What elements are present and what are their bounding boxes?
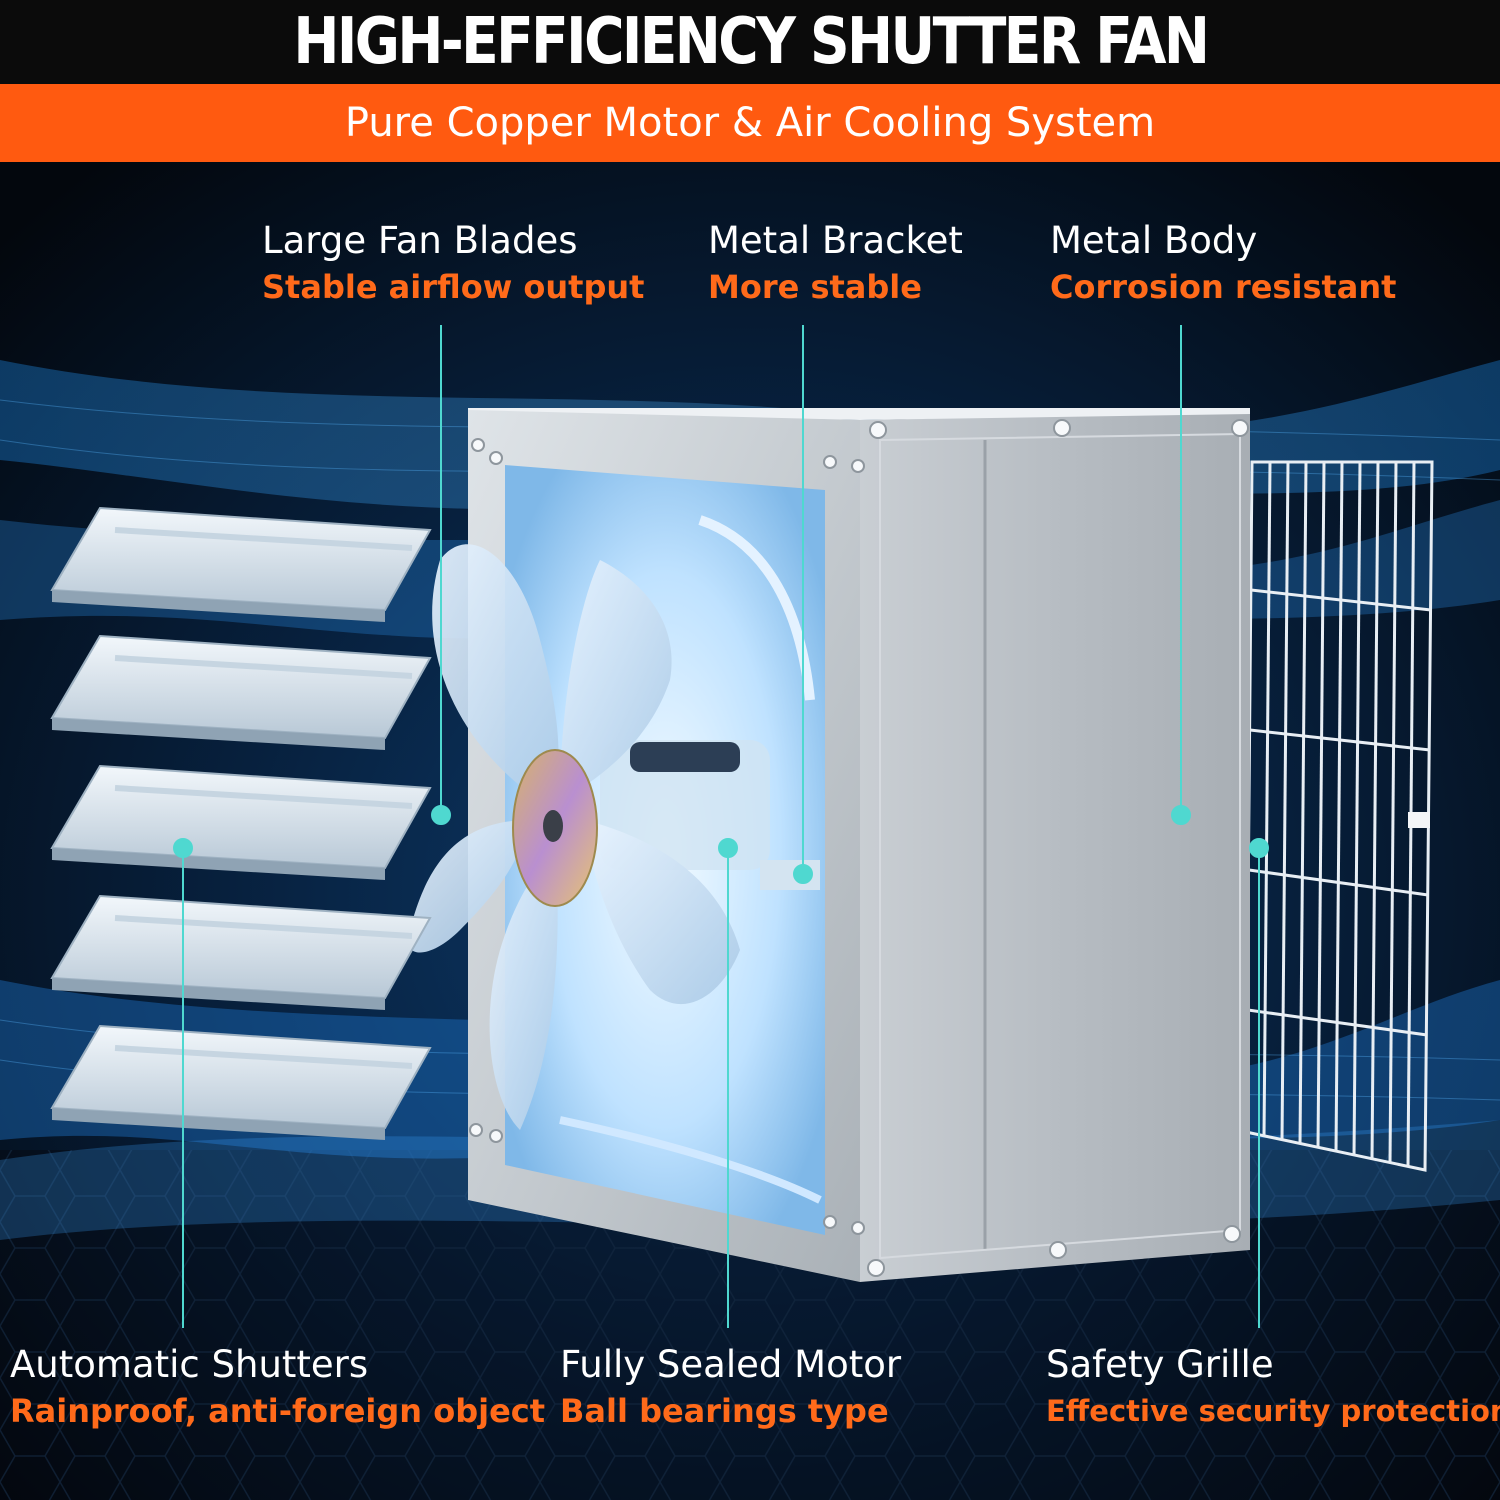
callout-desc: Corrosion resistant xyxy=(1050,268,1397,306)
title-bar: HIGH-EFFICIENCY SHUTTER FAN xyxy=(0,0,1500,84)
callout-desc: More stable xyxy=(708,268,922,306)
fan-blades-graphic xyxy=(408,544,740,1130)
callout-desc: Stable airflow output xyxy=(262,268,645,306)
callout-name: Metal Body xyxy=(1050,219,1258,262)
callout-name: Large Fan Blades xyxy=(262,219,578,262)
callout-desc: Rainproof, anti-foreign object xyxy=(10,1392,546,1430)
callout-desc: Effective security protection xyxy=(1046,1394,1500,1428)
callout-name: Safety Grille xyxy=(1046,1343,1274,1386)
subtitle-bar: Pure Copper Motor & Air Cooling System xyxy=(0,84,1500,162)
page-title: HIGH-EFFICIENCY SHUTTER FAN xyxy=(292,5,1210,79)
callout-shutters: Automatic Shutters Rainproof, anti-forei… xyxy=(10,1342,545,1434)
callout-name: Automatic Shutters xyxy=(10,1343,369,1386)
callout-name: Fully Sealed Motor xyxy=(560,1343,902,1386)
callout-motor: Fully Sealed Motor Ball bearings type xyxy=(560,1342,901,1434)
callout-bracket: Metal Bracket More stable xyxy=(708,218,963,310)
callout-fan-blades: Large Fan Blades Stable airflow output xyxy=(262,218,644,310)
callout-name: Metal Bracket xyxy=(708,219,963,262)
callout-grille: Safety Grille Effective security protect… xyxy=(1046,1342,1500,1434)
page-subtitle: Pure Copper Motor & Air Cooling System xyxy=(344,100,1156,146)
callout-desc: Ball bearings type xyxy=(560,1392,889,1430)
callout-body: Metal Body Corrosion resistant xyxy=(1050,218,1396,310)
safety-grille-graphic xyxy=(1244,460,1434,1172)
shutters-graphic xyxy=(50,506,432,1140)
